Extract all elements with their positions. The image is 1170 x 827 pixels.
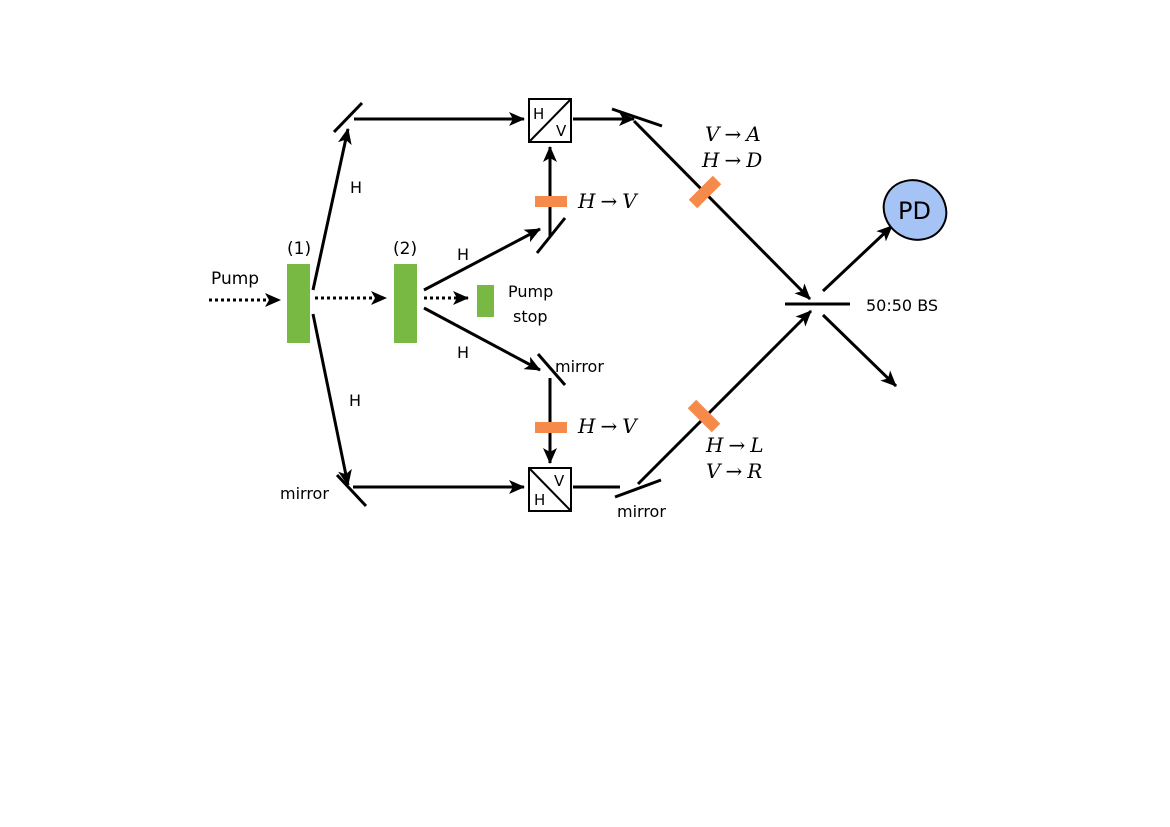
pbs-top-h-label: H bbox=[533, 105, 544, 123]
pbs-bottom-h-label: H bbox=[534, 491, 545, 509]
pump-stop-label-line2: stop bbox=[513, 307, 548, 326]
beam-c2-up bbox=[423, 227, 541, 292]
beam-c1-down bbox=[311, 313, 352, 486]
waveplate-hwp-bottom bbox=[535, 422, 567, 433]
mirror-inner-bottom-label: mirror bbox=[555, 357, 604, 376]
waveplate-hwp-top bbox=[535, 196, 567, 207]
crystal-1-label: (1) bbox=[287, 239, 311, 259]
lower-plate-label-2: V→R bbox=[706, 459, 762, 483]
pol-inner-upper-label: H bbox=[457, 245, 469, 264]
mirror-bottom-right-label: mirror bbox=[617, 502, 666, 521]
pbs-top-v-label: V bbox=[556, 122, 567, 140]
upper-plate-label-2: H→D bbox=[701, 148, 762, 172]
pump-label: Pump bbox=[211, 269, 259, 289]
pbs-bottom-v-label: V bbox=[554, 472, 565, 490]
pbs-top: H V bbox=[528, 98, 572, 143]
lower-plate-label-1: H→L bbox=[705, 433, 764, 457]
pol-lower-arm-label: H bbox=[349, 391, 361, 410]
mirror-inner-bottom bbox=[536, 353, 567, 386]
beam-splitter-label: 50:50 BS bbox=[866, 296, 938, 315]
crystal-1 bbox=[287, 264, 310, 343]
photodetector bbox=[882, 179, 948, 241]
upper-plate-label-1: V→A bbox=[705, 122, 761, 146]
pol-upper-arm-label: H bbox=[350, 178, 362, 197]
waveplate-upper-diagonal bbox=[688, 175, 722, 209]
beam-bs-other-output bbox=[821, 313, 898, 388]
mirror-bottom-left-label: mirror bbox=[280, 484, 329, 503]
waveplate-lower-diagonal bbox=[687, 399, 721, 433]
hwp-top-label: H→V bbox=[577, 189, 639, 213]
mirror-top-left bbox=[332, 101, 364, 134]
mirror-bottom-right bbox=[614, 478, 662, 499]
crystal-2-label: (2) bbox=[393, 239, 417, 259]
crystal-2 bbox=[394, 264, 417, 343]
beam-c1-up bbox=[311, 128, 352, 291]
pbs-bottom: H V bbox=[528, 467, 572, 512]
hwp-bottom-label: H→V bbox=[577, 414, 639, 438]
beam-bs-to-detector bbox=[821, 224, 894, 293]
beam-bottom-to-bs bbox=[636, 309, 813, 486]
beam-top-to-bs bbox=[632, 119, 812, 301]
mirror-bottom-left bbox=[335, 473, 368, 508]
photodetector-label: PD bbox=[898, 197, 931, 225]
pump-stop bbox=[477, 285, 494, 317]
beam-c2-down bbox=[423, 306, 541, 372]
mirror-top-right bbox=[611, 107, 663, 128]
pol-inner-lower-label: H bbox=[457, 343, 469, 362]
pump-stop-label-line1: Pump bbox=[508, 282, 553, 301]
